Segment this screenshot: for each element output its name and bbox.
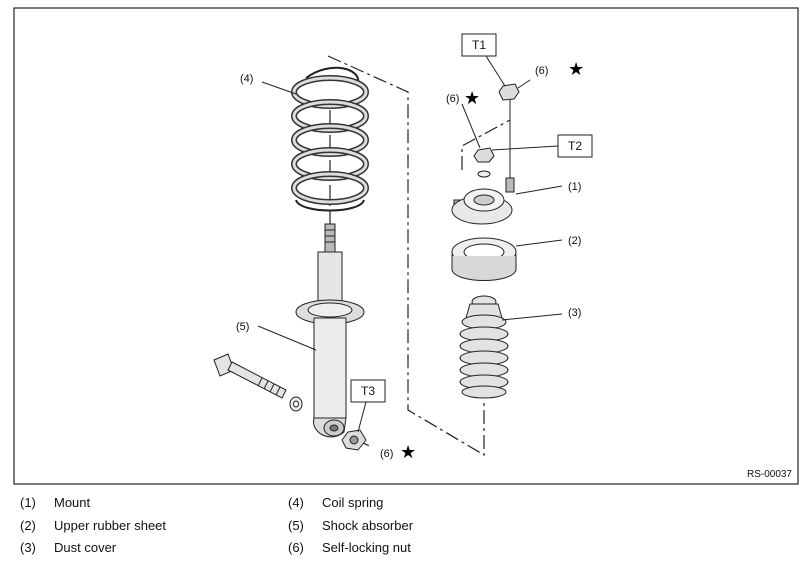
- mount-part: [451, 177, 515, 225]
- leader-lines: [257, 55, 563, 433]
- legend-label: Self-locking nut: [322, 540, 411, 555]
- callout-mount: (1): [568, 181, 581, 193]
- callout-nut-mount: (6): [446, 93, 459, 105]
- legend-label: Upper rubber sheet: [54, 517, 167, 533]
- star-icon-mount: ★: [464, 88, 480, 108]
- legend-item: (1) Mount: [20, 492, 166, 515]
- dust-cover-part: [459, 295, 509, 399]
- diagram-frame: [13, 7, 799, 485]
- legend-right: (4) Coil spring (5) Shock absorber (6) Self…: [288, 492, 413, 560]
- legend-item: (6) Self-locking nut: [288, 537, 413, 560]
- legend-item: (2) Upper rubber sheet: [20, 515, 166, 538]
- legend-label: Coil spring: [322, 495, 384, 510]
- legend-number: (3): [20, 540, 36, 555]
- svg-text:T2: T2: [568, 139, 582, 153]
- callout-coil-spring: (4): [240, 73, 253, 85]
- legend-number: (2): [20, 517, 36, 533]
- svg-text:T1: T1: [472, 38, 486, 52]
- star-icon-bottom: ★: [400, 442, 416, 462]
- legend-item: (3) Dust cover: [20, 537, 166, 560]
- mount-nut-part: [473, 147, 495, 178]
- torque-box-t3: T3: [350, 379, 386, 403]
- upper-rubber-sheet-part: [451, 237, 517, 281]
- legend-label: Dust cover: [54, 540, 117, 555]
- callout-nut-bottom: (6): [380, 448, 393, 460]
- legend-number: (4): [288, 495, 304, 510]
- svg-text:T3: T3: [361, 384, 375, 398]
- legend-item: (5) Shock absorber: [288, 515, 413, 538]
- mounting-bolt-part: [213, 353, 303, 412]
- torque-box-t2: T2: [557, 134, 593, 158]
- callout-shock-absorber: (5): [236, 321, 249, 333]
- legend-number: (1): [20, 495, 36, 510]
- callout-upper-rubber-sheet: (2): [568, 235, 581, 247]
- legend-number: (5): [288, 517, 304, 533]
- shock-absorber-part: [295, 223, 365, 438]
- bottom-self-locking-nut-part: [341, 429, 367, 451]
- legend-label: Shock absorber: [322, 517, 414, 533]
- legend-left: (1) Mount (2) Upper rubber sheet (3) Dust c…: [20, 492, 166, 560]
- legend-label: Mount: [54, 495, 91, 510]
- callout-dust-cover: (3): [568, 307, 581, 319]
- star-icon-top: ★: [568, 59, 584, 79]
- legend-number: (6): [288, 540, 304, 555]
- figure-id: RS-00037: [747, 469, 792, 480]
- callout-nut-top: (6): [535, 65, 548, 77]
- legend-item: (4) Coil spring: [288, 492, 413, 515]
- coil-spring-part: [291, 66, 369, 212]
- torque-box-t1: T1: [461, 33, 497, 57]
- top-self-locking-nut-part: [498, 83, 520, 182]
